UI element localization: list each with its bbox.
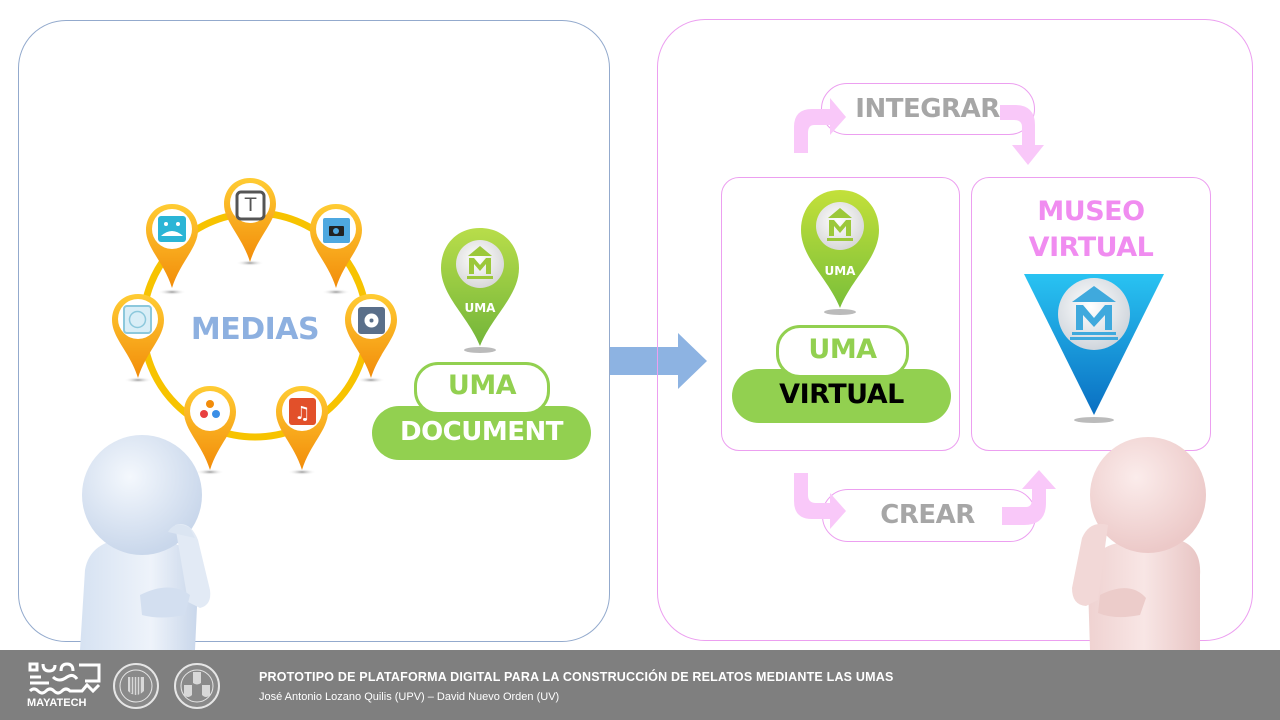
museo-virtual-label-line2: VIRTUAL (1028, 232, 1154, 263)
museo-virtual-box (971, 177, 1211, 451)
uma-virtual-top-pill (776, 325, 909, 378)
pin-panorama (146, 204, 198, 295)
text-icon (235, 190, 266, 221)
right-panel (657, 19, 1253, 641)
vr-360-icon (123, 305, 152, 334)
university-seal-upv-icon (113, 663, 159, 709)
uma-virtual-box (721, 177, 960, 451)
uma-document-bottom-label: DOCUMENT (399, 417, 564, 447)
left-panel (18, 20, 610, 642)
curved-arrow-up-right-icon (794, 98, 846, 153)
museo-virtual-label-line1: MUSEO (1037, 196, 1145, 227)
museo-virtual-pin (1024, 274, 1164, 423)
curved-arrow-down-right-icon (794, 473, 846, 529)
uma-pin-green-left (441, 228, 519, 353)
curved-arrow-up-icon (1002, 470, 1056, 525)
uma-pin-green-right (801, 190, 879, 315)
crear-arrows (794, 470, 1056, 529)
uma-virtual-bottom-label: VIRTUAL (779, 379, 904, 410)
mayatech-logo-text: MAYATECH (27, 697, 87, 709)
uma-virtual-badge[interactable] (732, 369, 951, 423)
uma-document-badge[interactable] (372, 406, 591, 460)
footer-title: PROTOTIPO DE PLATAFORMA DIGITAL PARA LA … (259, 670, 894, 684)
svg-text:♫: ♫ (294, 403, 310, 424)
3d-model-icon (200, 400, 220, 418)
footer-authors: José Antonio Lozano Quilis (UPV) – David… (259, 691, 560, 703)
flow-arrow-right (610, 333, 707, 389)
uma-document-top-label: UMA (447, 370, 517, 401)
university-seal-uv-icon (174, 663, 220, 709)
uma-virtual-top-label: UMA (808, 334, 877, 365)
music-note-icon (289, 398, 316, 425)
curved-arrow-down-icon (1000, 105, 1044, 165)
text-icon-glyph: T (244, 194, 257, 216)
medias-label: MEDIAS (190, 312, 320, 347)
crear-label: CREAR (880, 500, 975, 530)
mayatech-logo (28, 662, 101, 695)
uma-pin-label-left: UMA (464, 301, 496, 315)
uma-pin-label-right: UMA (824, 264, 856, 278)
uma-document-top-pill (414, 362, 550, 415)
integrar-label: INTEGRAR (845, 94, 1010, 124)
integrar-arrows (794, 98, 1044, 165)
media-pins: ♫ (112, 178, 397, 475)
thinking-figure-blue (80, 435, 211, 650)
panorama-360-icon (158, 216, 186, 242)
thinking-figure-pink (1072, 437, 1206, 650)
